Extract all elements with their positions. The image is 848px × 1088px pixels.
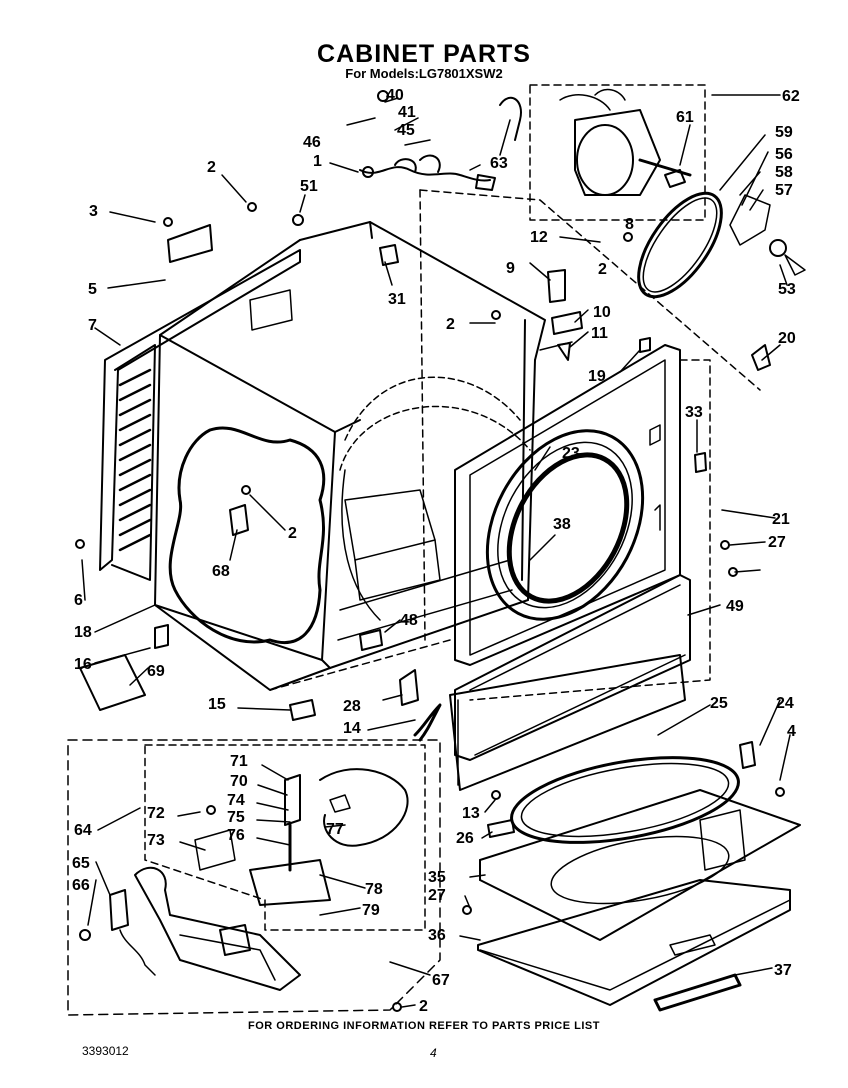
callout-28: 28: [343, 698, 361, 715]
callout-3: 3: [89, 203, 98, 220]
burner-assembly: [67, 739, 441, 1016]
callout-76: 76: [227, 827, 245, 844]
callout-64: 64: [74, 822, 92, 839]
callout-72: 72: [147, 805, 165, 822]
cabinet-top: [477, 756, 801, 1012]
callout-2-d: 2: [288, 525, 297, 542]
callout-35: 35: [428, 869, 446, 886]
callout-49: 49: [726, 598, 744, 615]
callout-7: 7: [88, 317, 97, 334]
callout-16: 16: [74, 656, 92, 673]
callout-65: 65: [72, 855, 90, 872]
callout-40: 40: [386, 87, 404, 104]
callout-63: 63: [490, 155, 508, 172]
callout-75: 75: [227, 809, 245, 826]
callout-9: 9: [506, 260, 515, 277]
callout-79: 79: [362, 902, 380, 919]
callout-1: 1: [313, 153, 322, 170]
callout-56: 56: [775, 146, 793, 163]
callout-73: 73: [147, 832, 165, 849]
toe-panel: [454, 574, 691, 761]
callout-2-a: 2: [207, 159, 216, 176]
callout-38: 38: [553, 516, 571, 533]
callout-26: 26: [456, 830, 474, 847]
page-number: 4: [430, 1046, 437, 1060]
callout-8: 8: [625, 216, 634, 233]
callout-14: 14: [343, 720, 361, 737]
callout-78: 78: [365, 881, 383, 898]
document-number: 3393012: [82, 1044, 129, 1058]
callout-70: 70: [230, 773, 248, 790]
page-title: CABINET PARTS: [317, 40, 531, 68]
callout-6: 6: [74, 592, 83, 609]
callout-33: 33: [685, 404, 703, 421]
callout-2-b: 2: [598, 261, 607, 278]
callout-66: 66: [72, 877, 90, 894]
callout-59: 59: [775, 124, 793, 141]
callout-31: 31: [388, 291, 406, 308]
callout-68: 68: [212, 563, 230, 580]
callout-58: 58: [775, 164, 793, 181]
leader-lines: [81, 94, 791, 1008]
callout-11: 11: [591, 325, 608, 342]
callout-27-b: 27: [428, 887, 446, 904]
callout-37: 37: [774, 962, 792, 979]
cabinet-body: [154, 189, 761, 691]
callout-21: 21: [772, 511, 790, 528]
callout-61: 61: [676, 109, 694, 126]
access-panel: [449, 654, 686, 791]
callout-labels: 40 41 46 45 1 2 51 3 5 7 63 31 62 61 59 …: [72, 87, 800, 1015]
callout-71: 71: [230, 753, 248, 770]
callout-2-c: 2: [446, 316, 455, 333]
ordering-note: FOR ORDERING INFORMATION REFER TO PARTS …: [248, 1020, 600, 1032]
callout-20: 20: [778, 330, 796, 347]
model-subtitle: For Models:LG7801XSW2: [345, 66, 503, 81]
small-parts: [75, 90, 785, 1012]
drive-belt: [637, 191, 806, 371]
callout-69: 69: [147, 663, 165, 680]
callout-18: 18: [74, 624, 92, 641]
callout-27-a: 27: [768, 534, 786, 551]
callout-62: 62: [782, 88, 800, 105]
callout-53: 53: [778, 281, 796, 298]
callout-15: 15: [208, 696, 226, 713]
callout-10: 10: [593, 304, 611, 321]
side-panel: [99, 249, 301, 581]
power-cord: [359, 154, 496, 191]
callout-46: 46: [303, 134, 321, 151]
callout-13: 13: [462, 805, 480, 822]
callout-77: 77: [326, 821, 344, 838]
callout-2-e: 2: [419, 998, 428, 1015]
callout-57: 57: [775, 182, 793, 199]
callout-4: 4: [787, 723, 796, 740]
callout-51: 51: [300, 178, 318, 195]
callout-36: 36: [428, 927, 446, 944]
callout-48: 48: [400, 612, 418, 629]
callout-25: 25: [710, 695, 728, 712]
callout-5: 5: [88, 281, 97, 298]
callout-74: 74: [227, 792, 245, 809]
front-panel: [454, 344, 711, 701]
motor-assembly: [499, 84, 706, 221]
callout-45: 45: [397, 122, 415, 139]
callout-67: 67: [432, 972, 450, 989]
callout-41: 41: [398, 104, 416, 121]
callout-19: 19: [588, 368, 606, 385]
callout-24: 24: [776, 695, 794, 712]
callout-12: 12: [530, 229, 548, 246]
callout-23: 23: [562, 445, 580, 462]
